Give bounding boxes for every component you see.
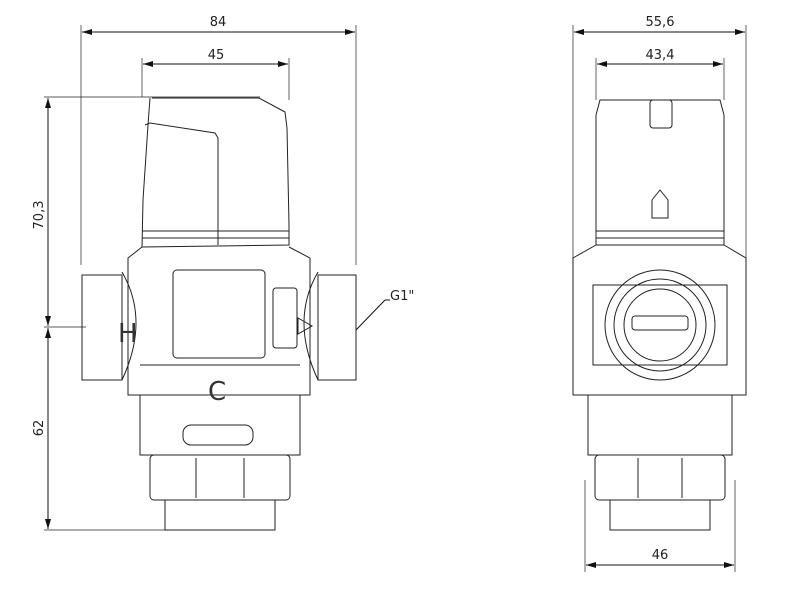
right-valve-body <box>572 99 747 531</box>
dim-55-6-label: 55,6 <box>646 15 675 30</box>
dim-43-4-label: 43,4 <box>646 48 675 63</box>
dim-84-label: 84 <box>210 15 227 30</box>
dim-46-label: 46 <box>652 548 669 563</box>
dim-70-3-label: 70,3 <box>32 201 47 230</box>
dim-45-label: 45 <box>208 48 225 63</box>
left-dimensions <box>44 25 390 531</box>
hot-marking: H <box>118 319 138 349</box>
dim-62-label: 62 <box>32 420 47 437</box>
right-dimensions <box>572 25 747 572</box>
cold-marking: C <box>208 377 226 407</box>
thread-label: G1" <box>390 289 414 304</box>
left-valve-body <box>81 97 357 531</box>
